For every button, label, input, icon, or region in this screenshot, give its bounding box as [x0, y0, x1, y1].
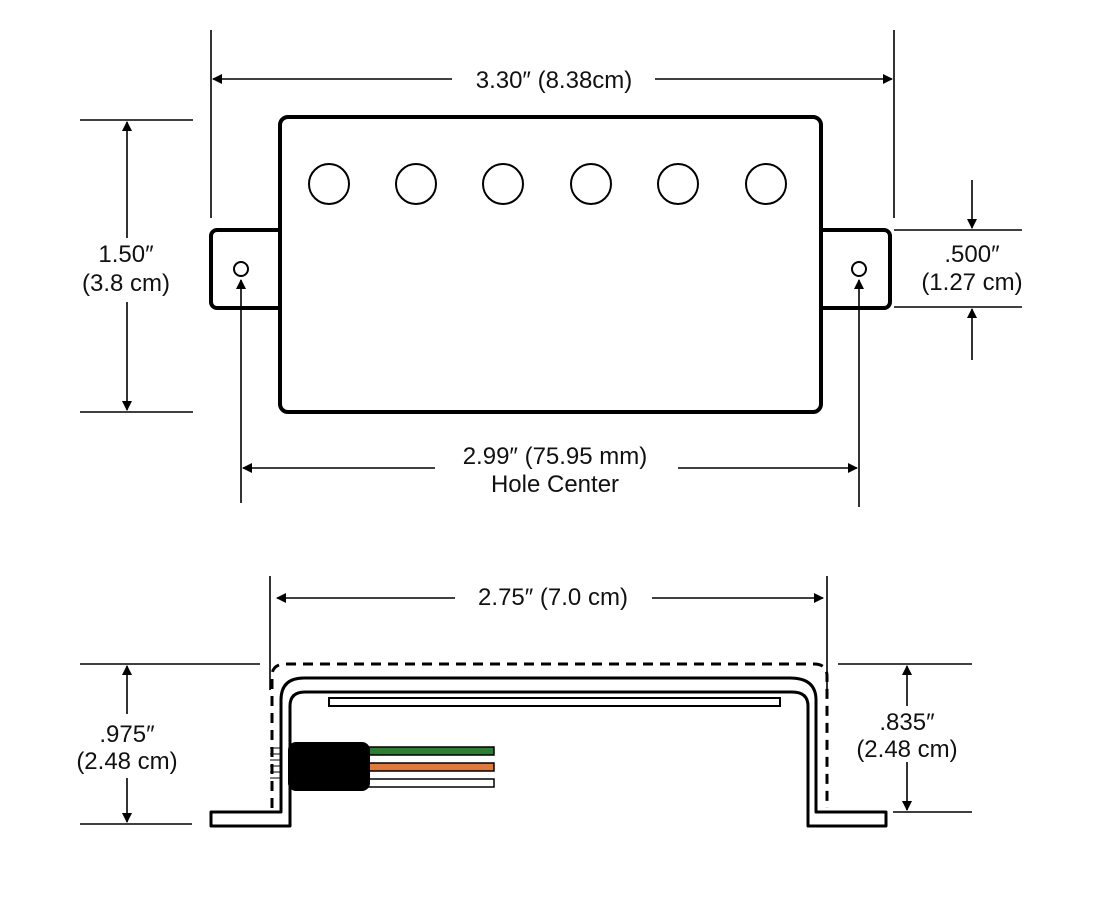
cable-jacket: [288, 742, 370, 791]
left-height-label-line1: .975″: [99, 721, 155, 748]
lead-wires: [359, 746, 495, 788]
left-height-dimension: .975″ (2.48 cm): [76, 663, 260, 825]
baseplate: [328, 697, 781, 707]
inner-length-dimension: 2.75″ (7.0 cm): [269, 576, 828, 690]
tab-width-label-line2: (1.27 cm): [921, 269, 1022, 296]
hole-center-label-line1: 2.99″ (75.95 mm): [463, 443, 648, 470]
side-view: 2.75″ (7.0 cm) .975″ (2.48 cm) .835″ (2.…: [76, 576, 972, 828]
hole-center-dimension: 2.99″ (75.95 mm) Hole Center: [236, 279, 864, 507]
orange-wire: [359, 762, 495, 772]
inner-length-label: 2.75″ (7.0 cm): [478, 584, 628, 611]
right-height-label-line2: (2.48 cm): [856, 736, 957, 763]
cover-height-label-line2: (3.8 cm): [82, 270, 170, 297]
cover-height-label-line1: 1.50″: [98, 241, 154, 268]
cover-dashed-outline: [270, 662, 829, 808]
pole-piece: [745, 163, 787, 205]
right-height-label-line1: .835″: [879, 709, 935, 736]
hole-center-label-line2: Hole Center: [491, 471, 619, 498]
pole-piece: [482, 163, 524, 205]
pole-piece: [395, 163, 437, 205]
mounting-bracket: [209, 676, 888, 828]
left-mounting-hole: [233, 261, 249, 277]
cable-grommet: [270, 747, 282, 779]
right-height-dimension: .835″ (2.48 cm): [838, 663, 972, 813]
cover-height-dimension: 1.50″ (3.8 cm): [80, 119, 193, 413]
pole-piece: [657, 163, 699, 205]
tab-width-label-line1: .500″: [944, 241, 1000, 268]
tab-width-dimension: .500″ (1.27 cm): [894, 180, 1023, 360]
overall-length-dimension: 3.30″ (8.38cm): [210, 30, 895, 218]
right-mounting-hole: [851, 261, 867, 277]
green-wire: [359, 746, 495, 756]
pole-piece: [308, 163, 350, 205]
left-height-label-line2: (2.48 cm): [76, 748, 177, 775]
white-wire: [359, 778, 495, 788]
left-mounting-tab: [209, 228, 291, 310]
overall-length-label: 3.30″ (8.38cm): [476, 67, 633, 94]
pickup-cover: [278, 115, 823, 414]
top-view: 3.30″ (8.38cm) 1.50″ (3.8 cm) .500″ (1.2…: [80, 30, 1023, 507]
pole-piece: [570, 163, 612, 205]
pole-pieces: [308, 163, 787, 205]
